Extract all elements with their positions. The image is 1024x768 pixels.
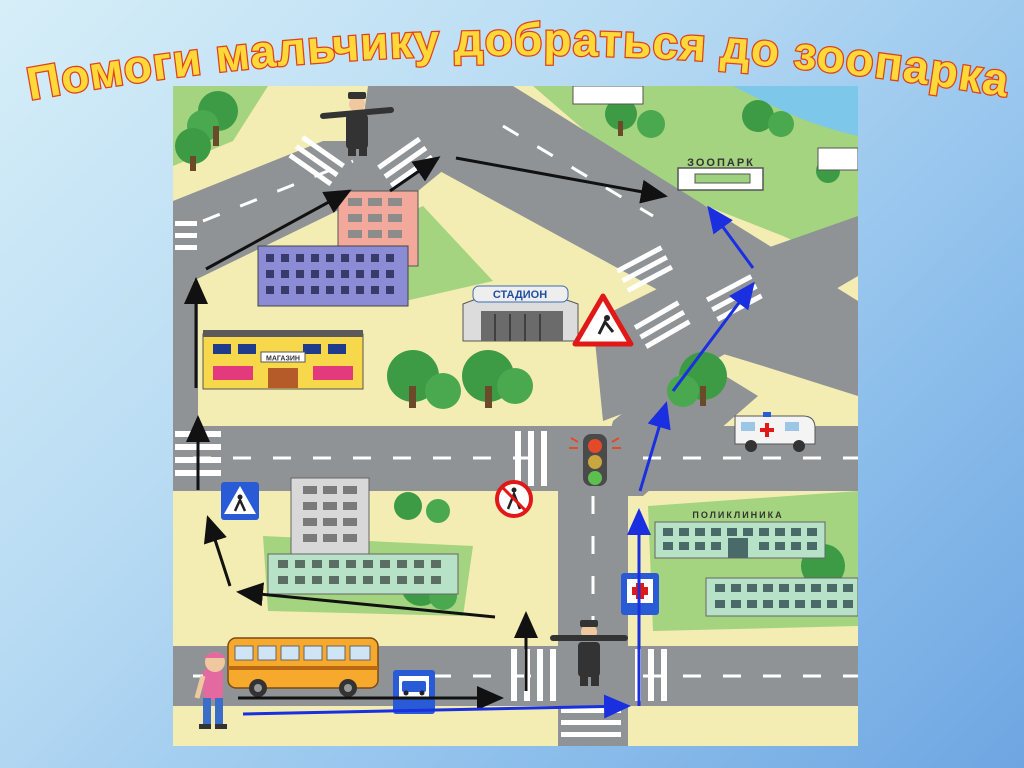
clinic-annex [705,577,858,617]
tree-icon [387,350,461,409]
building-top [572,86,644,105]
ambulance-icon [734,412,816,452]
boy-icon [194,652,227,729]
crosswalk-vertical-bottom [561,708,621,737]
zoo-label: ЗООПАРК [687,157,755,169]
tree-icon [742,100,794,137]
blue-route [242,205,755,719]
crosswalk-center-top [515,431,547,486]
clinic-label: ПОЛИКЛИНИКА [692,510,783,520]
traffic-light-icon [569,434,621,486]
tree-icon [175,128,211,171]
crosswalk-left-edge [175,221,197,250]
shop-label: МАГАЗИН [266,356,300,363]
pedestrian-crossing-sign-icon [221,482,259,520]
city-map: ЗООПАРК МАГАЗИН [173,86,858,746]
black-route [184,156,668,710]
apartment-building-grey [290,477,370,557]
stadium-building: СТАДИОН [462,285,579,342]
police-officer-icon [320,92,394,156]
lake [733,86,858,136]
tree-icon [187,91,238,146]
zoo-building: ЗООПАРК [677,157,764,191]
apartment-building-blue [257,245,409,307]
bus-stop-sign-icon [393,670,435,714]
clinic-building: ПОЛИКЛИНИКА [654,510,826,559]
building-top-right [817,147,858,171]
crosswalk-stadium-road [633,300,691,349]
stadium-label: СТАДИОН [493,289,547,301]
crosswalk-zoo-road [616,245,674,293]
no-pedestrians-sign-icon [495,480,533,518]
crosswalk-top-left [288,135,345,187]
tree-icon [667,352,727,407]
tree-icon [394,492,450,523]
tree-icon [605,98,665,138]
tree-icon [462,350,533,408]
trees [175,91,845,610]
road-works-sign-icon [572,293,634,347]
shop-building: МАГАЗИН [202,330,364,390]
apartment-building-long-green [267,553,459,595]
bus-icon [227,637,379,697]
police-officer-icon [550,620,628,686]
